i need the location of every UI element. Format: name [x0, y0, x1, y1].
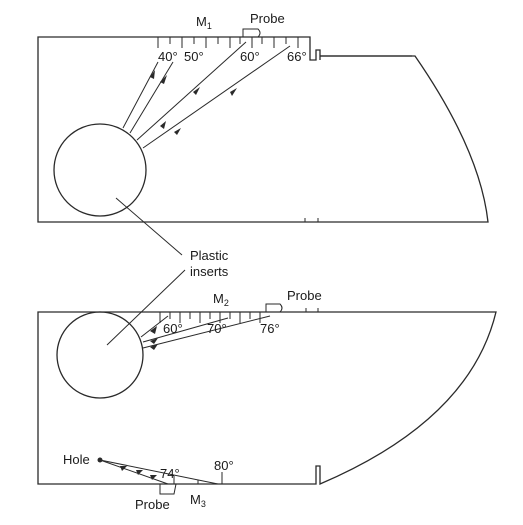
- bottom-angle-76: 76°: [260, 321, 280, 336]
- bottom-block: M2 Probe 60° 70° 76° Hole 74° 80° Probe …: [37, 288, 497, 512]
- top-plastic-insert: [53, 123, 147, 217]
- top-angle-40: 40°: [158, 49, 178, 64]
- top-probe-label: Probe: [250, 11, 285, 26]
- bottom-lower-probe-shape: [159, 483, 177, 495]
- bottom-probe-shape: [265, 303, 283, 313]
- bottom-plastic-insert: [56, 311, 144, 399]
- bottom-notch: [305, 308, 319, 312]
- callout-line-top: [115, 197, 183, 256]
- top-angle-50: 50°: [184, 49, 204, 64]
- top-probe-shape: [242, 28, 261, 38]
- bottom-m3-label: M3: [190, 492, 206, 509]
- top-scale-ticks: [157, 37, 299, 48]
- bottom-angle-70: 70°: [207, 321, 227, 336]
- bottom-lower-probe-label: Probe: [135, 497, 170, 512]
- bottom-ray-arrows: [150, 326, 158, 350]
- bottom-hole-ray-arrows: [120, 466, 157, 480]
- bottom-rays: [140, 315, 271, 349]
- top-angle-66: 66°: [287, 49, 307, 64]
- bottom-angle-74: 74°: [160, 466, 180, 481]
- bottom-scale-ticks: [159, 312, 261, 323]
- plastic-label-line2: inserts: [190, 264, 229, 279]
- top-angle-60: 60°: [240, 49, 260, 64]
- bottom-marker-label: M2: [213, 291, 229, 308]
- bottom-angle-80: 80°: [214, 458, 234, 473]
- plastic-inserts-callout: Plastic inserts: [106, 197, 229, 346]
- hole: [97, 457, 103, 463]
- top-marker-label: M1: [196, 14, 212, 31]
- top-block: M1 Probe 40° 50° 60° 66°: [37, 11, 489, 223]
- hole-label: Hole: [63, 452, 90, 467]
- bottom-hole-rays: [99, 459, 219, 485]
- bottom-block-outline: [37, 311, 497, 485]
- bottom-lower-ticks: [173, 472, 223, 484]
- top-rays: [122, 41, 291, 149]
- plastic-label-line1: Plastic: [190, 248, 229, 263]
- top-block-outline: [37, 36, 489, 223]
- top-notch: [304, 218, 319, 222]
- bottom-angle-60: 60°: [163, 321, 183, 336]
- bottom-probe-label: Probe: [287, 288, 322, 303]
- top-ray-arrows: [150, 70, 237, 135]
- callout-line-bottom: [106, 269, 186, 346]
